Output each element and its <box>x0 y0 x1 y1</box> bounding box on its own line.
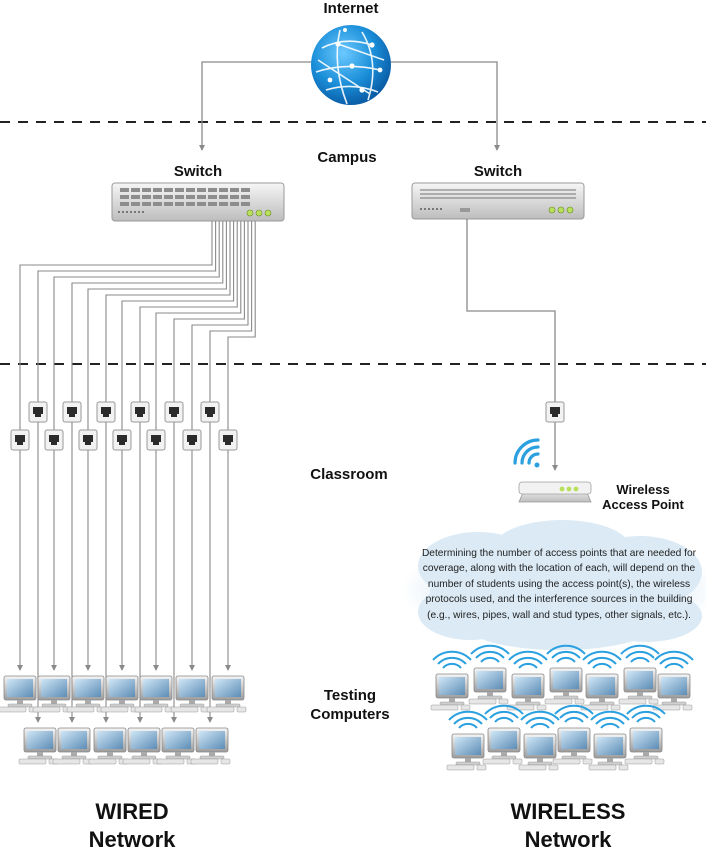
wired-cable <box>155 221 242 430</box>
wired-jacks <box>10 401 238 451</box>
wired-cable <box>209 221 253 402</box>
wireless-computer-icon <box>580 673 621 711</box>
left-switch-icon <box>111 182 285 222</box>
uplink-lines <box>199 61 500 151</box>
wireless-computer-icon <box>618 667 659 705</box>
wireless-label-line1: WIRELESS <box>510 799 626 824</box>
wired-computer-icon <box>122 727 163 765</box>
right-switch-icon <box>411 182 585 220</box>
wifi-waves-icon <box>470 644 510 663</box>
wired-cable <box>87 221 227 430</box>
wireless-jack-icon <box>545 401 565 423</box>
ethernet-jack-icon <box>182 429 202 451</box>
ethernet-jack-icon <box>164 401 184 423</box>
internet-label: Internet <box>323 0 379 17</box>
campus-label: Campus <box>317 149 377 166</box>
wired-cable <box>139 221 238 402</box>
testing-label-line2: Computers <box>310 706 390 723</box>
globe-icon <box>311 25 391 105</box>
ethernet-jack-icon <box>28 401 48 423</box>
ethernet-jack-icon <box>44 429 64 451</box>
wired-computer-icon <box>170 675 211 713</box>
wired-computer-icon <box>18 727 59 765</box>
testing-label-line1: Testing <box>323 687 377 704</box>
ethernet-jack-icon <box>112 429 132 451</box>
wired-computer-icon <box>88 727 129 765</box>
ethernet-jack-icon <box>96 401 116 423</box>
wireless-computer-icon <box>468 667 509 705</box>
wifi-waves-icon <box>590 710 630 729</box>
access-point-label: Wireless Access Point <box>588 482 698 512</box>
testing-computers-label: Testing Computers <box>290 686 410 724</box>
wireless-computer-icon <box>544 667 585 705</box>
wifi-waves-icon <box>654 650 694 669</box>
left-switch-label: Switch <box>173 163 223 180</box>
access-point-label-line1: Wireless <box>616 482 670 497</box>
wireless-computer-icon <box>624 727 665 765</box>
wifi-waves-icon <box>432 650 472 669</box>
wired-network-label: WIRED Network <box>62 798 202 854</box>
wireless-computer-icon <box>482 727 523 765</box>
wired-cable <box>121 221 235 430</box>
wireless-computer-icon <box>446 733 487 771</box>
wired-computer-icon <box>206 675 247 713</box>
wired-computer-icon <box>100 675 141 713</box>
wireless-computers <box>430 644 694 771</box>
wired-computer-icon <box>190 727 231 765</box>
wireless-computer-icon <box>552 727 593 765</box>
wired-cable <box>173 221 245 402</box>
wired-cable <box>71 221 224 402</box>
wired-label-line1: WIRED <box>95 799 169 824</box>
wired-cable <box>191 221 249 430</box>
wifi-waves-icon <box>484 704 524 723</box>
wired-computer-icon <box>0 675 39 713</box>
wireless-computer-icon <box>652 673 693 711</box>
cloud-shape <box>400 520 706 650</box>
access-point-icon <box>518 481 592 503</box>
ethernet-jack-icon <box>62 401 82 423</box>
ethernet-jack-icon <box>10 429 30 451</box>
wired-computer-icon <box>66 675 107 713</box>
wifi-waves-icon <box>508 650 548 669</box>
wired-cables <box>17 221 256 723</box>
ethernet-jack-icon <box>78 429 98 451</box>
wifi-waves-icon <box>448 710 488 729</box>
wired-cable <box>227 221 256 430</box>
wireless-computer-icon <box>506 673 547 711</box>
ethernet-jack-icon <box>146 429 166 451</box>
wireless-computer-icon <box>518 733 559 771</box>
wired-computers <box>0 675 247 765</box>
ethernet-jack-icon <box>218 429 238 451</box>
wired-cable <box>19 221 213 430</box>
wired-label-line2: Network <box>88 827 176 852</box>
wired-computer-icon <box>32 675 73 713</box>
wifi-waves-icon <box>620 644 660 663</box>
wired-cable <box>37 221 217 402</box>
wired-cable <box>105 221 231 402</box>
wireless-cable <box>466 219 558 471</box>
access-point-label-line2: Access Point <box>602 497 684 512</box>
right-switch-label: Switch <box>473 163 523 180</box>
wifi-signal-icon <box>513 438 540 468</box>
wired-computer-icon <box>156 727 197 765</box>
wireless-computer-icon <box>430 673 471 711</box>
wireless-label-line2: Network <box>524 827 612 852</box>
ethernet-jack-icon <box>200 401 220 423</box>
ethernet-jack-icon <box>130 401 150 423</box>
wifi-waves-icon <box>520 710 560 729</box>
wifi-waves-icon <box>554 704 594 723</box>
wired-computer-icon <box>52 727 93 765</box>
wifi-waves-icon <box>582 650 622 669</box>
wired-computer-icon <box>134 675 175 713</box>
wifi-waves-icon <box>626 704 666 723</box>
wired-cable <box>53 221 220 430</box>
wireless-computer-icon <box>588 733 629 771</box>
wireless-network-label: WIRELESS Network <box>488 798 648 854</box>
classroom-label: Classroom <box>310 466 388 483</box>
coverage-note: Determining the number of access points … <box>421 548 697 621</box>
